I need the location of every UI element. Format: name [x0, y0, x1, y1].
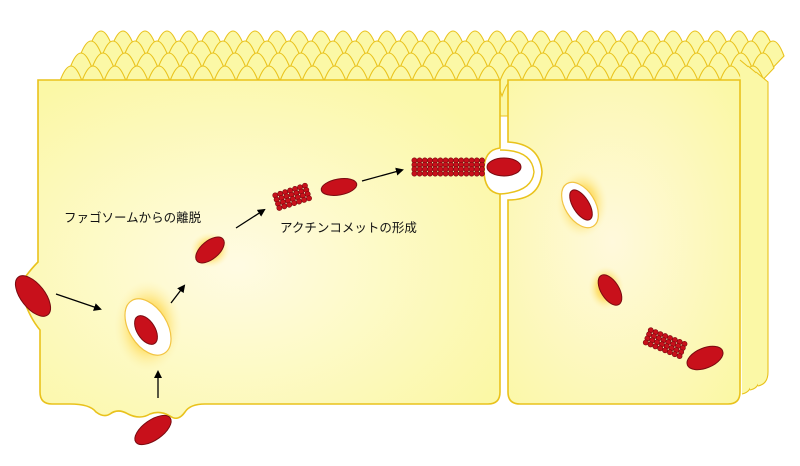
actin-filament-dot [479, 170, 485, 177]
bacteria-layer [14, 157, 724, 446]
bacterium [320, 178, 358, 196]
actin-filament-dot [427, 170, 433, 177]
bacterium [686, 345, 724, 371]
actin-filament-dot [421, 170, 428, 177]
left-epithelial-cell [21, 79, 501, 420]
label-phagosome-escape: ファゴソームからの離脱 [64, 210, 202, 225]
bacterium [134, 315, 158, 345]
bacterium [597, 274, 623, 306]
actin-filament-dot [437, 170, 444, 177]
actin-filament-dot [276, 205, 283, 211]
membrane-protrusion [499, 149, 535, 195]
process-arrow [235, 208, 266, 229]
actin-filament-dot [453, 170, 459, 177]
process-arrow [170, 284, 186, 304]
actin-comet-tail [642, 327, 688, 360]
label-actin-comet: アクチンコメットの形成 [280, 220, 417, 235]
actin-comet-tail [272, 182, 312, 211]
actin-filament-dot [442, 170, 449, 177]
actin-filament-dot [463, 170, 470, 177]
actin-filament-dot [468, 170, 475, 177]
process-arrow [361, 167, 404, 182]
actin-filament-dot [642, 339, 649, 346]
bacterium [14, 275, 52, 317]
bacterium [134, 414, 172, 446]
bacterium [486, 157, 522, 177]
actin-filament-dot [411, 170, 418, 177]
actin-comet-tail [411, 157, 485, 177]
arrow-layer [55, 167, 404, 398]
bacterium [569, 189, 593, 221]
actin-filament-dot [447, 170, 454, 177]
cell-side-layer [755, 71, 769, 387]
actin-filament-dot [458, 170, 465, 177]
actin-filament-dot [473, 170, 480, 177]
bacterium [195, 236, 225, 264]
actin-filament-dot [416, 170, 423, 177]
right-epithelial-cell [507, 79, 741, 405]
process-arrow [55, 293, 102, 311]
actin-comet-layer [272, 157, 688, 360]
actin-filament-dot [432, 170, 439, 177]
